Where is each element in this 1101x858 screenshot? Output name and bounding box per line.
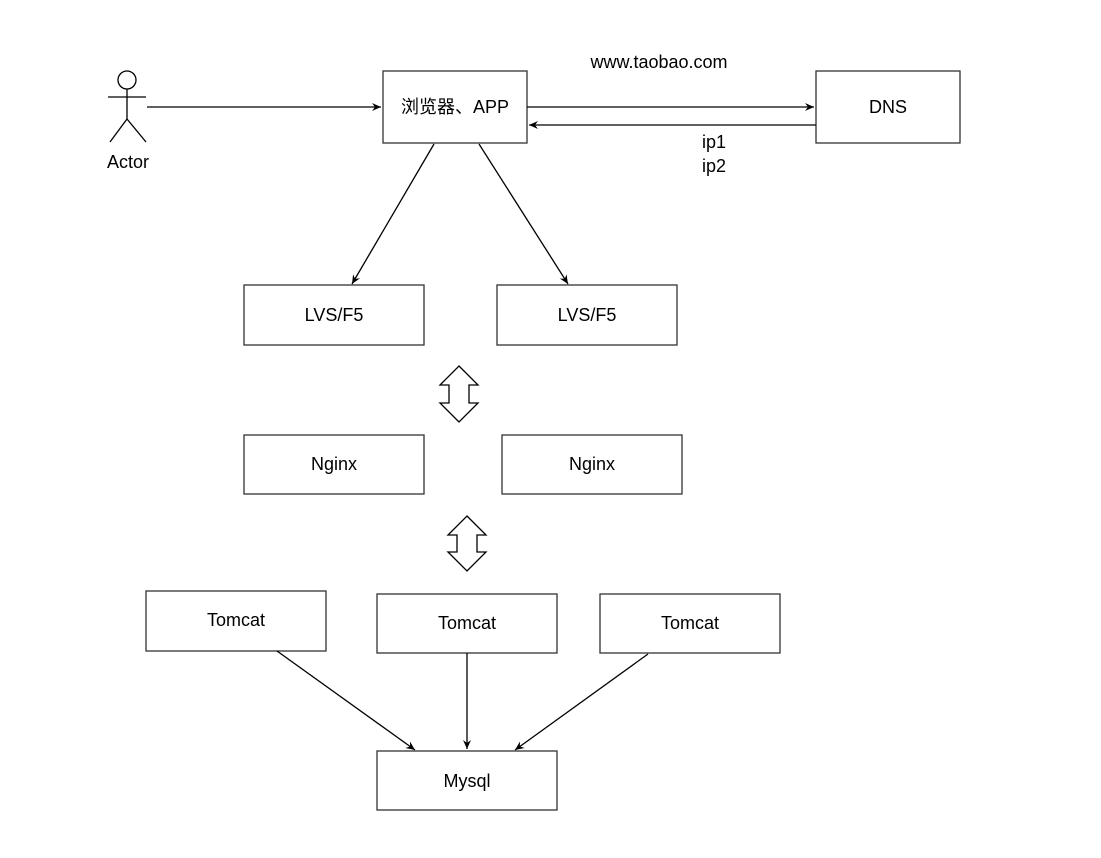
- tomcat-node-1: Tomcat: [145, 590, 327, 652]
- tomcat-node-2: Tomcat: [376, 593, 558, 654]
- nginx-node-2: Nginx: [501, 434, 683, 495]
- edge-tomcat-3-to-mysql: [514, 653, 649, 751]
- actor-figure: [108, 70, 147, 143]
- actor-label: Actor: [107, 152, 149, 172]
- dns-node: DNS: [815, 70, 961, 144]
- tomcat-box-1: [145, 590, 327, 652]
- dns-response-ip2: ip2: [702, 156, 726, 176]
- lvs-box-1: [243, 284, 425, 346]
- lvs-label-2: LVS/F5: [558, 305, 617, 325]
- tomcat-label-1: Tomcat: [207, 610, 265, 630]
- nginx-box-2: [501, 434, 683, 495]
- lvs-node-2: LVS/F5: [496, 284, 678, 346]
- dns-request-label: www.taobao.com: [589, 52, 727, 72]
- dns-response-ip1: ip1: [702, 132, 726, 152]
- actor-head: [117, 70, 137, 90]
- edge-browser-to-lvs-1: [351, 143, 435, 285]
- tomcat-node-3: Tomcat: [599, 593, 781, 654]
- mysql-label: Mysql: [443, 771, 490, 791]
- double-arrow-lvs-nginx: [438, 365, 480, 423]
- lvs-box-2: [496, 284, 678, 346]
- nginx-label-2: Nginx: [569, 454, 615, 474]
- mysql-node: Mysql: [376, 750, 558, 811]
- tomcat-label-3: Tomcat: [661, 613, 719, 633]
- lvs-label-1: LVS/F5: [305, 305, 364, 325]
- dns-label: DNS: [869, 97, 907, 117]
- nginx-node-1: Nginx: [243, 434, 425, 495]
- actor-left-leg: [109, 118, 128, 143]
- lvs-node-1: LVS/F5: [243, 284, 425, 346]
- mysql-box: [376, 750, 558, 811]
- browser-node: 浏览器、APP: [382, 70, 528, 144]
- tomcat-box-3: [599, 593, 781, 654]
- double-arrow-nginx-tomcat: [446, 515, 488, 572]
- nginx-box-1: [243, 434, 425, 495]
- tomcat-label-2: Tomcat: [438, 613, 496, 633]
- edge-browser-to-lvs-2: [478, 143, 569, 285]
- actor-right-leg: [126, 118, 147, 143]
- edge-tomcat-1-to-mysql: [276, 650, 416, 751]
- nginx-label-1: Nginx: [311, 454, 357, 474]
- browser-box: [382, 70, 528, 144]
- dns-box: [815, 70, 961, 144]
- browser-label: 浏览器、APP: [401, 97, 509, 117]
